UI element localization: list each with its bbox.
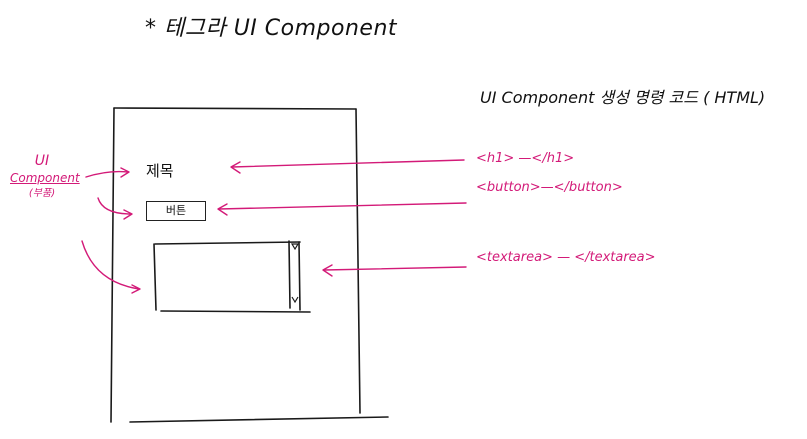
mock-heading: 제목 [146,162,174,180]
mock-button: 버튼 [146,201,206,221]
side-label-component: Component [10,171,80,185]
diagram-subtitle: UI Component 생성 명령 코드 ( HTML) [480,88,766,107]
code-label-h1: <h1> —</h1> [476,151,575,166]
arrow-h1 [231,159,465,168]
code-label-button: <button>—</button> [476,180,623,195]
arrow-textarea [323,266,467,271]
code-label-textarea: <textarea> — </textarea> [476,250,656,265]
arrow-button [218,202,467,210]
textarea-scroll-icons [290,243,300,304]
side-label-ui: UI [34,153,50,169]
arrow-side-heading [85,170,129,178]
diagram-title: * 테그라 UI Component [145,16,398,41]
arrow-side-textarea [81,240,140,290]
side-label: UI Component (부품) [10,153,80,202]
page-frame [110,107,389,423]
arrow-side-button [97,197,132,215]
side-label-parts: (부품) [28,188,56,199]
mock-textarea [153,240,311,313]
connector-arrows [81,159,467,294]
